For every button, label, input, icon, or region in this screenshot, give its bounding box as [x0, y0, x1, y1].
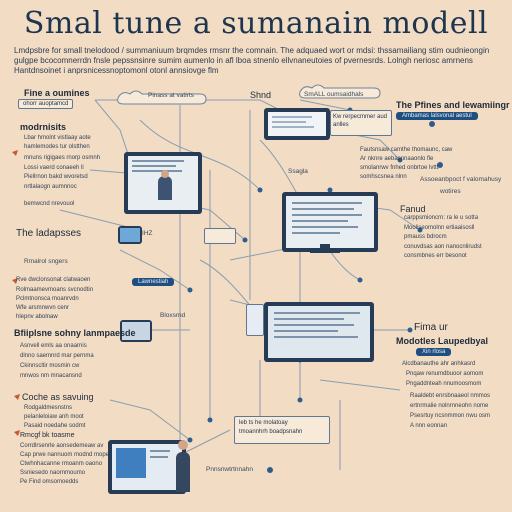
- monitor-center-stand: [320, 244, 330, 250]
- pfines-title: The Pfines and lewamiingr: [396, 100, 510, 110]
- assembly-label: Assoeanbpoct f valomahusy: [420, 176, 502, 183]
- code-sav-item: Rodgaldmesnstns: [24, 405, 73, 411]
- right1-item: smolanrwv fnhed onbrtoe lvttt: [360, 165, 439, 171]
- ladapsses-item: Wfe arsmnwvn cenr: [16, 305, 70, 311]
- tiny-monitor-label: IHZ: [142, 230, 153, 237]
- ladapsses-title: The ladapsses: [16, 228, 82, 239]
- ladapsses-item: Rve dwclonsonat clatwaoen: [16, 277, 91, 283]
- bottom-center-box: leb ts he molatoay tmoannhrh boadpsnahn: [234, 416, 330, 444]
- right-bottom-item: A nnn eonnan: [410, 423, 448, 429]
- bphone-item: mnwos nm mnacansnd: [20, 373, 82, 379]
- small-node-b: Bloxsrnd: [160, 312, 186, 319]
- right1-item: Fautsnsaw camthe thomaunc, caw: [360, 147, 453, 153]
- mechanisms-item: Lbar hmolnt vistlaay aote: [24, 135, 91, 141]
- bottom-center-sub: tmoannhrh boadpsnahn: [239, 429, 303, 435]
- mechanisms-item: nrtlalaogn aumnnoc: [24, 184, 77, 190]
- pfines-pill: Ambamas lalsvonal aestul: [396, 112, 478, 120]
- fine-lang-pill: Xin rlosa: [416, 348, 452, 356]
- monitor-center: [282, 192, 378, 252]
- fine-lang-title: Fima ur: [414, 322, 448, 333]
- tiny-monitor-left: [118, 226, 142, 244]
- monitor-left: [124, 152, 202, 214]
- hub-label: Pinass at vatirts: [148, 92, 194, 99]
- bottom-left-title: Rmcgf bk toasme: [20, 432, 75, 439]
- kw-box: Kw rerpecmmer aud anlles: [330, 110, 392, 136]
- fanud-item: Mooliseomolnn ertiaaisosll: [404, 225, 475, 231]
- fine-lang-item: Pngaddnteah nnumoosmom: [406, 381, 482, 387]
- right-bottom-item: Raaldebt enrsbnaaeol nmmos: [410, 393, 491, 399]
- mechanisms-item: Piellrnon bakd wvoretsd: [24, 174, 88, 180]
- right-bottom-item: ertnrmalie nolnrnneohn nome: [410, 403, 489, 409]
- fine-tune-title: Fine a oumines: [24, 88, 90, 98]
- bottom-left-item: Corrdlrsenrle aonsedemeaw av: [20, 443, 104, 449]
- small-summ-label: SmALL oumsaidhals: [304, 91, 364, 98]
- person-head: [178, 440, 188, 450]
- bphone-item: Asnvell emls aa onaarnis: [20, 343, 87, 349]
- mechanisms-item: mnuns rigigaes rnorp osmnh: [24, 155, 101, 161]
- code-sav-title: Coche as savuing: [22, 392, 94, 402]
- wotires-label: wotires: [440, 188, 461, 195]
- monitor-center-base: [310, 250, 340, 253]
- mechanisms-item: Lossi vaerd conaeeh ll: [24, 165, 84, 171]
- bottom-left-item: Pe Find omsomoedds: [20, 479, 79, 485]
- ladapsses-sub: Rmalrol sngers: [24, 258, 68, 265]
- lawnestiah-pill: Lawnestiah: [132, 278, 175, 286]
- monitor-bottom: [108, 440, 186, 494]
- ladapsses-item: hlepnv abolnaw: [16, 314, 58, 320]
- small-node-a: Ssagla: [288, 168, 308, 175]
- code-sav-item: pelanleloiaw anh moot: [24, 414, 84, 420]
- code-sav-item: Pasaid noedahe sodmt: [24, 423, 86, 429]
- shnd-label: Shnd: [250, 90, 272, 100]
- bphone-item: Ckinnscltir mosmin cw: [20, 363, 80, 369]
- right-bottom-item: Psesrtuy ncsnmmon nwu osm: [410, 413, 491, 419]
- right1-item: somhscsnea nlnn: [360, 174, 407, 180]
- right1-item: Ar nknre aebasnnaaonlo fle: [360, 156, 434, 162]
- bottom-center-text: leb ts he molatoay: [239, 420, 288, 426]
- fanud-title: Fanud: [400, 204, 426, 214]
- page-title: Smal tune a sumanain modell: [23, 6, 489, 41]
- person-figure: [176, 452, 190, 492]
- mechanisms-tail: bemwcnd nrevouol: [24, 201, 75, 207]
- ladapsses-item: Pclmtnonsca moanrvdn: [16, 296, 79, 302]
- fanud-item: consmbnes err besonot: [404, 253, 467, 259]
- fine-lang-item: Alcdbanauthe ahr anhkasrd: [402, 361, 476, 367]
- fanud-item: carppsmioncrn: ra le u sotta: [404, 215, 479, 221]
- mechanisms-item: hamlemodes tur olstthen: [24, 144, 90, 150]
- bphone-item: dlnno saemnrd mar pernma: [20, 353, 94, 359]
- bottom-left-item: Ctwhnhacanne rmoanm oaono: [20, 461, 103, 467]
- tiny-monitor-mid: [120, 320, 152, 342]
- fine-lang-item: Pnqaw renumdbuoor aomom: [406, 371, 484, 377]
- small-node-c: Pnnsnwtrtnnahn: [206, 466, 253, 473]
- fanud-item: pmauss bdrocm: [404, 234, 447, 240]
- bottom-left-item: Cap prwe nannuom modnd mopeo: [20, 452, 113, 458]
- monitor-large: [264, 302, 374, 362]
- fine-tune-box: ohorr auoptamcd: [18, 99, 74, 109]
- fanud-item: conuvdsas aon nanocnlirudst: [404, 244, 482, 250]
- small-card: [204, 228, 236, 244]
- page-subtitle: Lmdpsbre for small tnelodood / summaniuu…: [14, 46, 490, 75]
- ladapsses-item: Rolmaamevmoans svcnodtin: [16, 287, 94, 293]
- fine-lang-title2: Modotles Laupedbyal: [396, 336, 489, 346]
- mechanisms-title: modrnisits: [20, 122, 67, 132]
- side-panel: [246, 304, 264, 336]
- bottom-left-item: Ssniesedo naornmoumo: [20, 470, 86, 476]
- monitor-top: [264, 108, 330, 140]
- bphone-title: Bfiiplsne sohny lanmpaesde: [14, 328, 136, 338]
